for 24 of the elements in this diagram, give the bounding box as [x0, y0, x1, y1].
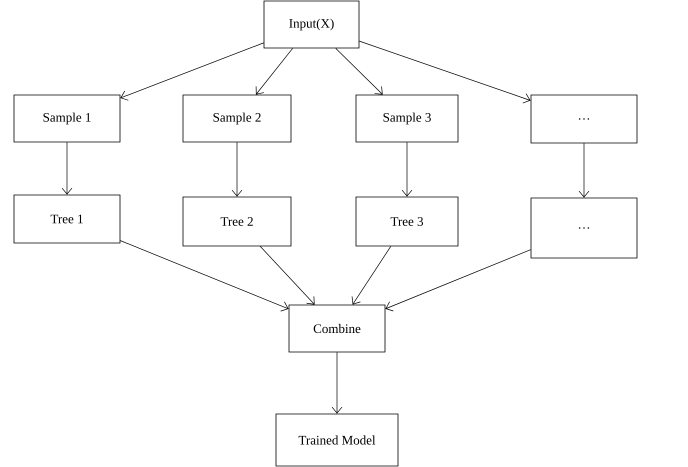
arrow: [578, 143, 590, 198]
process-box: Tree 1: [14, 194, 120, 244]
process-box: Sample 2: [182, 94, 292, 142]
arrow: [120, 42, 264, 101]
arrow: [62, 142, 72, 195]
arrow: [385, 249, 531, 312]
process-box: Input(X): [264, 0, 360, 48]
arrow: [335, 48, 383, 95]
process-box: Tree 3: [356, 196, 458, 246]
arrow: [402, 142, 412, 197]
process-box: Trained Model: [276, 414, 398, 466]
process-box: Tree 2: [182, 196, 292, 246]
arrow: [332, 352, 342, 414]
arrow: [352, 246, 392, 305]
process-box: Sample 1: [14, 94, 120, 142]
arrow: [260, 246, 315, 305]
arrow: [120, 240, 289, 312]
process-box: …: [530, 94, 638, 144]
arrow: [359, 40, 531, 104]
process-box: Combine: [288, 304, 386, 352]
arrow: [256, 48, 293, 95]
process-box: …: [530, 198, 638, 258]
process-box: Sample 3: [356, 94, 458, 142]
arrow: [232, 142, 242, 197]
